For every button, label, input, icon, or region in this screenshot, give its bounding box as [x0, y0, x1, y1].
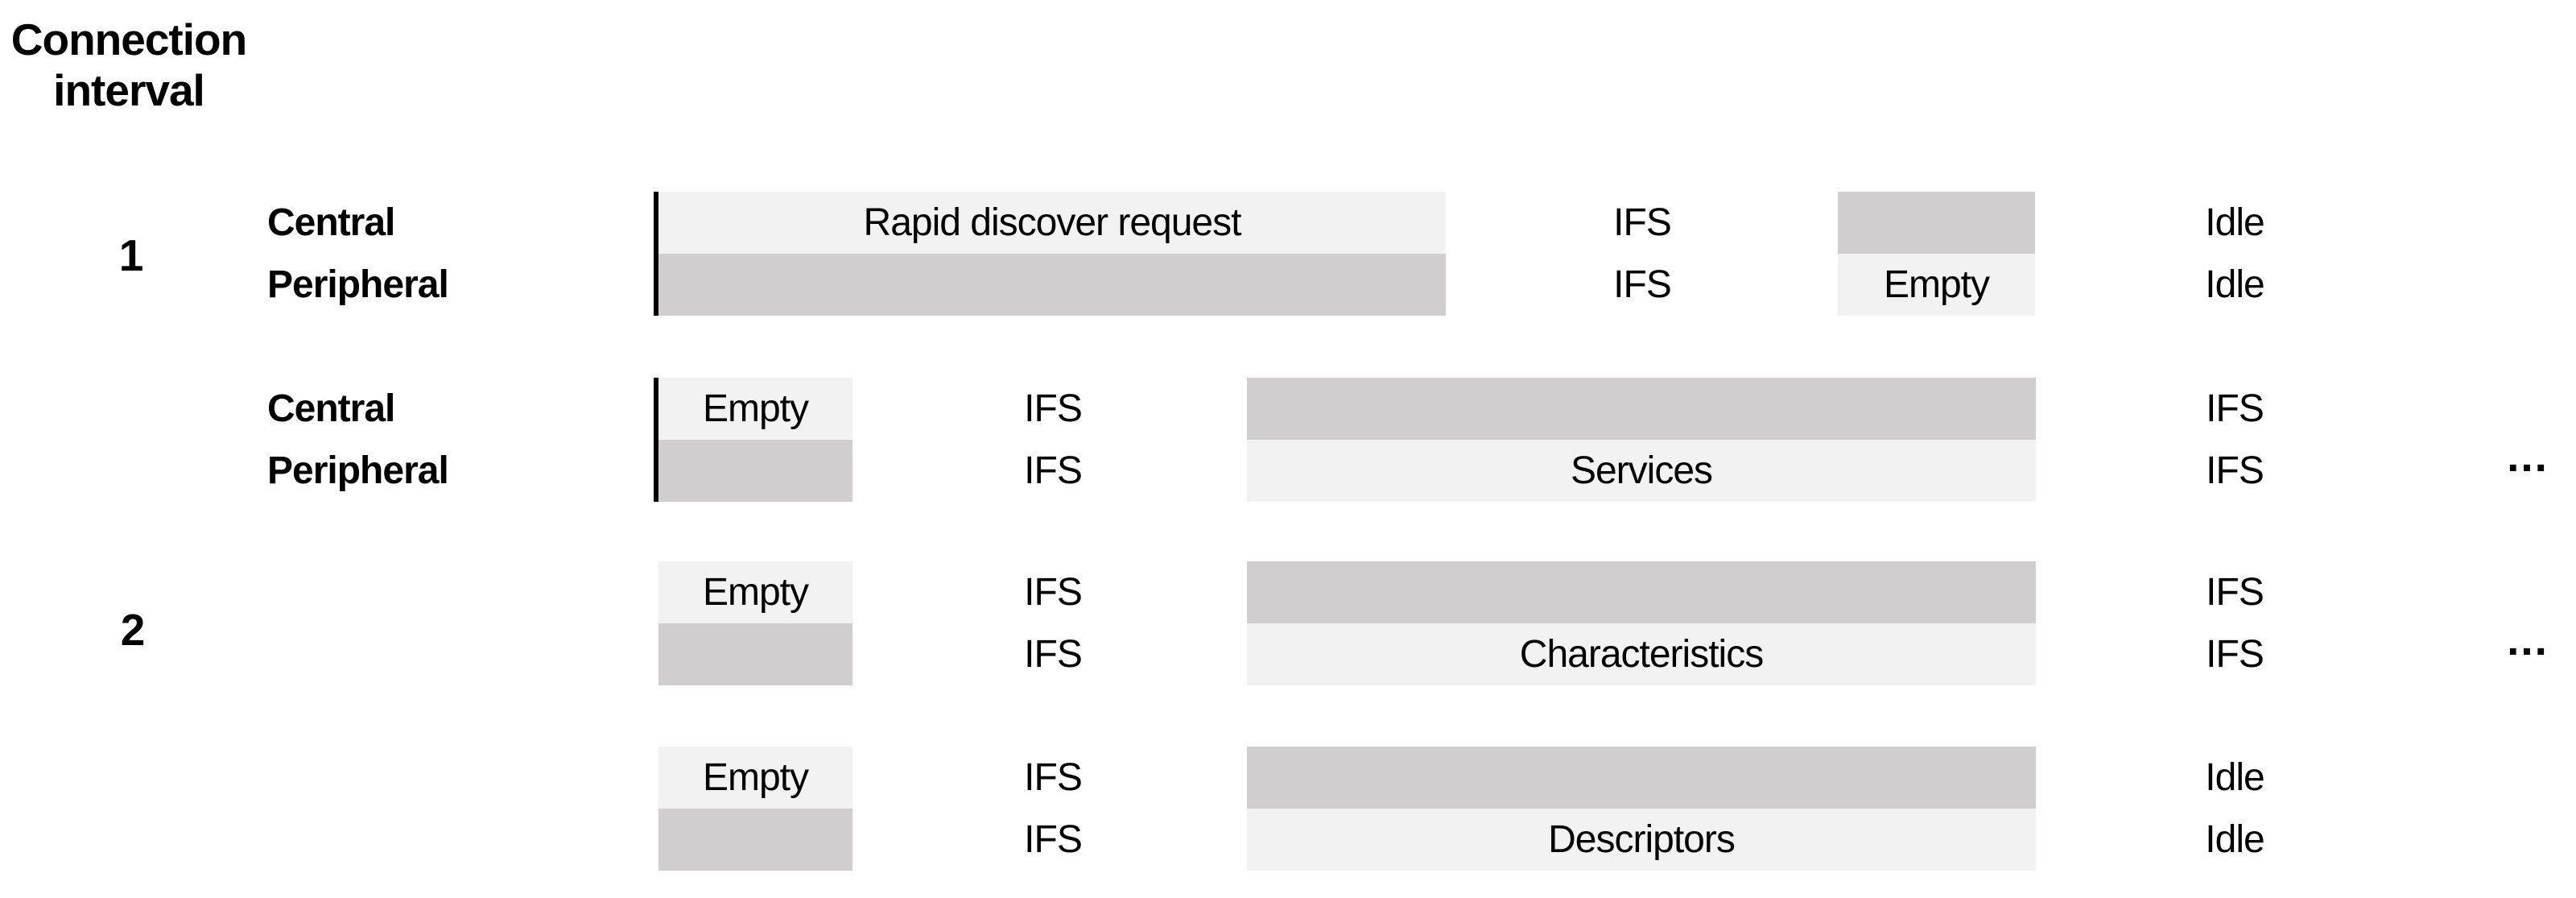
rapid-discover-request-box: Rapid discover request — [658, 192, 1446, 254]
row4-peripheral-ifs-label: IFS — [1024, 818, 1083, 861]
row3-central-request-box — [1247, 561, 2036, 623]
row4-central-idle-label: Idle — [2205, 756, 2264, 799]
row1-central-packet-box — [1838, 192, 2035, 254]
row1-peripheral-response-box — [658, 254, 1446, 316]
row2-peripheral-ack-box — [658, 440, 852, 502]
row2-peripheral-ifs-label: IFS — [1024, 449, 1083, 492]
row3-ellipsis: ... — [2507, 614, 2549, 664]
row4-peripheral-idle-label: Idle — [2205, 818, 2264, 861]
characteristics-box: Characteristics — [1247, 623, 2036, 685]
row2-central-label: Central — [267, 387, 395, 430]
row3-central-ifs-label: IFS — [1024, 571, 1083, 614]
row1-peripheral-label: Peripheral — [267, 263, 449, 306]
row3-central-empty-box: Empty — [658, 561, 852, 623]
descriptors-box: Descriptors — [1247, 809, 2036, 871]
row1-central-label: Central — [267, 201, 395, 244]
row2-central-ifs-label: IFS — [1024, 387, 1083, 430]
interval-1-label: 1 — [118, 230, 144, 280]
row1-peripheral-empty-box: Empty — [1838, 254, 2035, 316]
row2-peripheral-label: Peripheral — [267, 449, 449, 492]
services-box: Services — [1247, 440, 2036, 502]
row2-peripheral-ifs-end-label: IFS — [2206, 449, 2264, 492]
row2-central-request-box — [1247, 378, 2036, 440]
row2-start-marker-line — [654, 378, 658, 502]
connection-interval-title: Connection interval — [8, 14, 250, 116]
interval-2-label: 2 — [120, 604, 146, 655]
row3-peripheral-ifs-label: IFS — [1024, 633, 1083, 676]
row1-peripheral-idle-label: Idle — [2205, 263, 2264, 306]
row2-ellipsis: ... — [2507, 430, 2549, 481]
row2-central-empty-box: Empty — [658, 378, 852, 440]
row1-central-ifs-label: IFS — [1613, 201, 1672, 244]
title-line-2: interval — [53, 65, 205, 115]
row3-peripheral-ifs-end-label: IFS — [2206, 633, 2264, 676]
row3-central-ifs-end-label: IFS — [2206, 571, 2264, 614]
title-line-1: Connection — [10, 14, 247, 64]
row1-start-marker-line — [654, 192, 658, 316]
row2-central-ifs-end-label: IFS — [2206, 387, 2264, 430]
row4-peripheral-ack-box — [658, 809, 852, 871]
row4-central-empty-box: Empty — [658, 747, 852, 809]
row3-peripheral-ack-box — [658, 623, 852, 685]
row4-central-ifs-label: IFS — [1024, 756, 1083, 799]
row1-central-idle-label: Idle — [2205, 201, 2264, 244]
row4-central-request-box — [1247, 747, 2036, 809]
row1-peripheral-ifs-label: IFS — [1613, 263, 1672, 306]
